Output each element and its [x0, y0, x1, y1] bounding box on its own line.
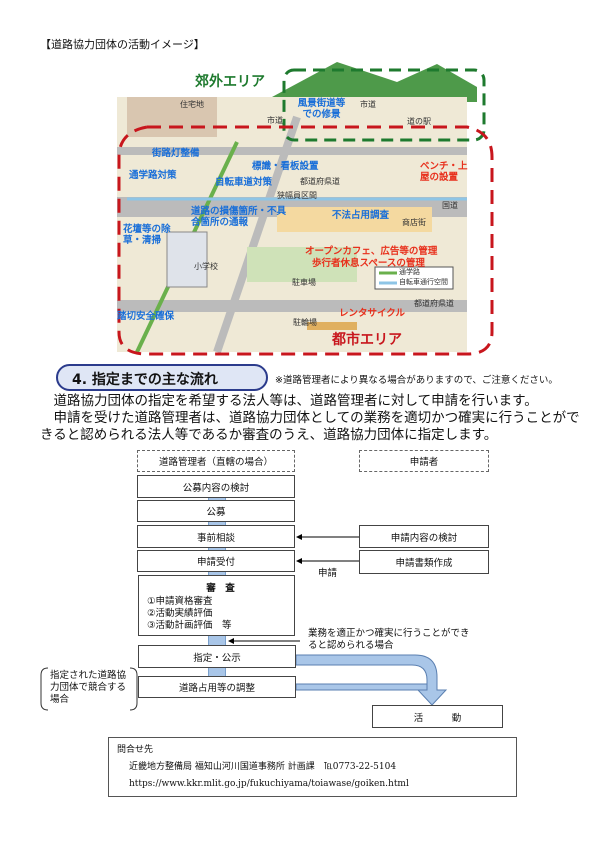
flow-step: 公募 [137, 500, 295, 522]
map-label: 花壇等の除草・清掃 [123, 224, 171, 246]
place-label: 都道府県道 [414, 299, 454, 308]
place-label: 都道府県道 [300, 177, 340, 186]
apply-label: 申請 [318, 568, 338, 579]
suburb-area-label: 郊外エリア [195, 74, 265, 90]
map-label: レンタサイクル [339, 308, 406, 319]
paragraph-line: 道路協力団体の指定を希望する法人等は、道路管理者に対して申請を行います。 [53, 393, 538, 409]
place-label: 小学校 [194, 262, 218, 271]
review-item: ①申請資格審査 [147, 596, 213, 607]
applicant-step: 申請書類作成 [359, 550, 489, 574]
map-label: ベンチ・上屋の設置 [420, 161, 468, 183]
map-label: 自転車道対策 [215, 177, 273, 188]
section-note: ※道路管理者により異なる場合がありますので、ご注意ください。 [275, 375, 558, 386]
review-item: ③活動計画評価 等 [147, 620, 232, 631]
review-box: 審 査 ①申請資格審査 ②活動実績評価 ③活動計画評価 等 [138, 575, 295, 636]
map-label: 踏切安全確保 [117, 311, 175, 322]
intro-paragraph: 道路協力団体の指定を希望する法人等は、道路管理者に対して申請を行います。 申請を… [40, 393, 580, 444]
city-area-label: 都市エリア [332, 332, 402, 348]
map-label: 風景街道等での修景 [297, 98, 346, 120]
legend-school-route: 通学路 [399, 268, 420, 276]
map-label: 不法占用調査 [332, 210, 390, 221]
adjustment-step: 道路占用等の調整 [138, 676, 296, 698]
applicant-column-header: 申請者 [359, 450, 489, 472]
place-label: 商店街 [402, 218, 426, 227]
condition-text: 業務を適正かつ確実に行うことができると認められる場合 [308, 628, 470, 651]
review-title: 審 査 [206, 583, 235, 594]
manager-column-header: 道路管理者（直轄の場合） [137, 450, 295, 472]
place-label: 駐輪場 [293, 318, 317, 327]
map-label: 街路灯整備 [152, 148, 200, 159]
review-item: ②活動実績評価 [147, 608, 213, 619]
illustration-caption: 【道路協力団体の活動イメージ】 [40, 38, 205, 51]
map-label: 通学路対策 [129, 170, 177, 181]
place-label: 狭幅員区間 [277, 191, 317, 200]
place-label: 住宅地 [180, 100, 204, 109]
map-label: 標識・看板設置 [252, 161, 319, 172]
flow-step: 公募内容の検討 [137, 475, 295, 498]
conflict-note: 指定された道路協力団体で競合する場合 [50, 670, 127, 705]
flow-step: 事前相談 [137, 525, 295, 548]
section-title: 4. 指定までの主な流れ [56, 364, 268, 391]
contact-office: 近畿地方整備局 福知山河川国道事務所 計画課 ℡0773-22-5104 [129, 762, 397, 772]
contact-box: 問合せ先 近畿地方整備局 福知山河川国道事務所 計画課 ℡0773-22-510… [108, 737, 517, 797]
activity-box: 活 動 [372, 705, 503, 728]
flow-step: 申請受付 [137, 550, 295, 572]
place-label: 市道 [267, 116, 283, 125]
place-label: 駐車場 [292, 278, 316, 287]
applicant-step: 申請内容の検討 [359, 525, 489, 548]
designation-step: 指定・公示 [138, 645, 296, 668]
map-label: 道路の損傷箇所・不具合箇所の通報 [191, 206, 287, 228]
place-label: 市道 [360, 100, 376, 109]
map-label: 歩行者休息スペースの管理 [312, 258, 425, 269]
map-label: オープンカフェ、広告等の管理 [305, 246, 438, 257]
place-label: 道の駅 [407, 117, 431, 126]
place-label: 国道 [442, 201, 458, 210]
map-drawing [117, 62, 494, 356]
activity-illustration: 郊外エリア 都市エリア 風景街道等での修景 街路灯整備 標識・看板設置 通学路対… [107, 62, 517, 358]
legend-bike-lane: 自転車通行空間 [399, 278, 448, 286]
contact-title: 問合せ先 [117, 745, 154, 755]
paragraph-line: 申請を受けた道路管理者は、道路協力団体としての業務を適切かつ確実に行うことができ… [40, 410, 580, 443]
contact-url[interactable]: https://www.kkr.mlit.go.jp/fukuchiyama/t… [129, 779, 409, 789]
